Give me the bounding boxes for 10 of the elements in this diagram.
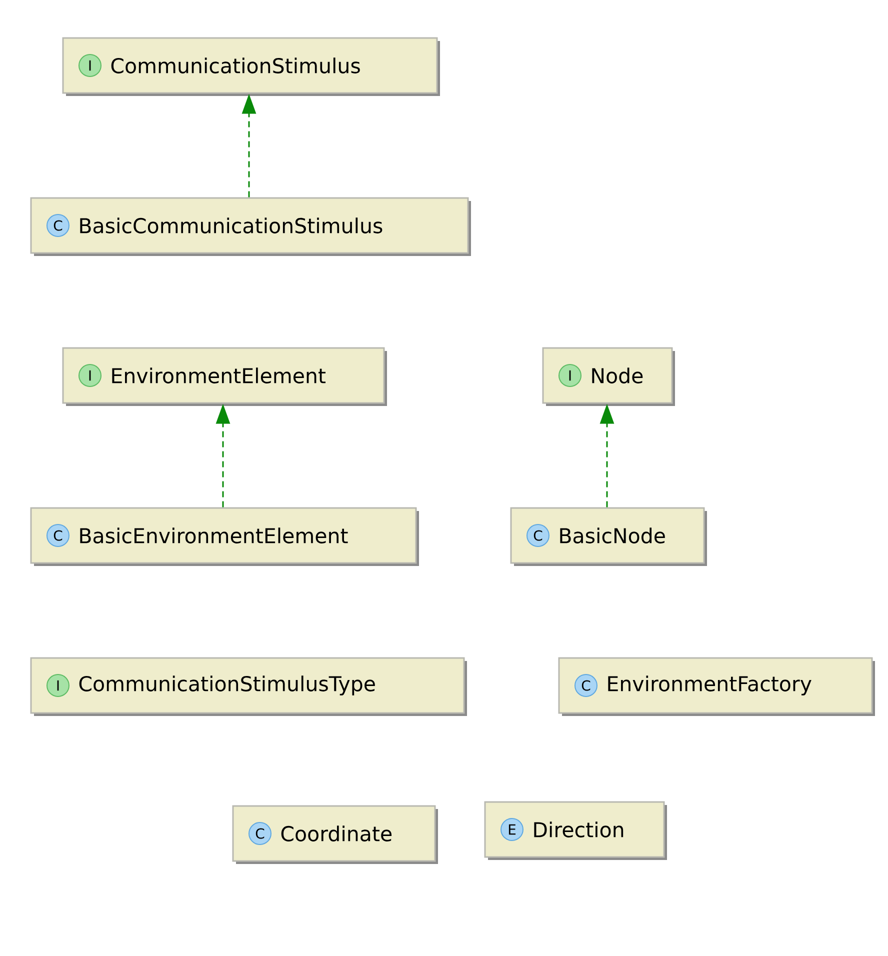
- class-box: I CommunicationStimulusType: [30, 657, 467, 716]
- class-box: C Coordinate: [232, 805, 438, 864]
- class-box: I CommunicationStimulus: [62, 37, 440, 96]
- class-box: C EnvironmentFactory: [558, 657, 875, 716]
- class-box: C BasicNode: [510, 507, 707, 566]
- class-box: C BasicCommunicationStimulus: [30, 197, 471, 256]
- class-box: C BasicEnvironmentElement: [30, 507, 419, 566]
- class-box: I Node: [542, 347, 675, 406]
- class-box: I EnvironmentElement: [62, 347, 387, 406]
- class-box: E Direction: [484, 801, 667, 860]
